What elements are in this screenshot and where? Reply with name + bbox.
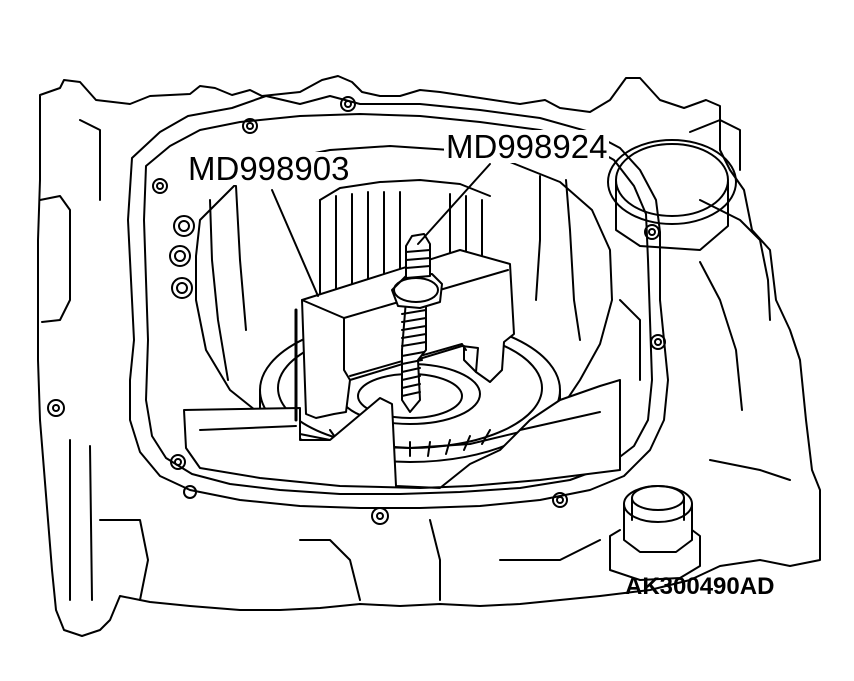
forcing-screw <box>391 233 443 413</box>
figure-code: AK300490AD <box>625 573 775 600</box>
case-inner-flange <box>127 95 669 509</box>
splined-hub <box>319 179 491 301</box>
drain-plug <box>609 485 701 581</box>
inner-cavity <box>195 145 613 449</box>
leader-md998924 <box>417 163 491 245</box>
support-plate <box>183 379 621 489</box>
callout-md998903: MD998903 <box>186 150 352 187</box>
case-outer-outline <box>37 75 821 637</box>
leader-md998903 <box>271 189 319 297</box>
callout-md998924: MD998924 <box>444 128 610 165</box>
right-boss <box>607 119 771 411</box>
flange-bolt-holes <box>47 96 666 525</box>
